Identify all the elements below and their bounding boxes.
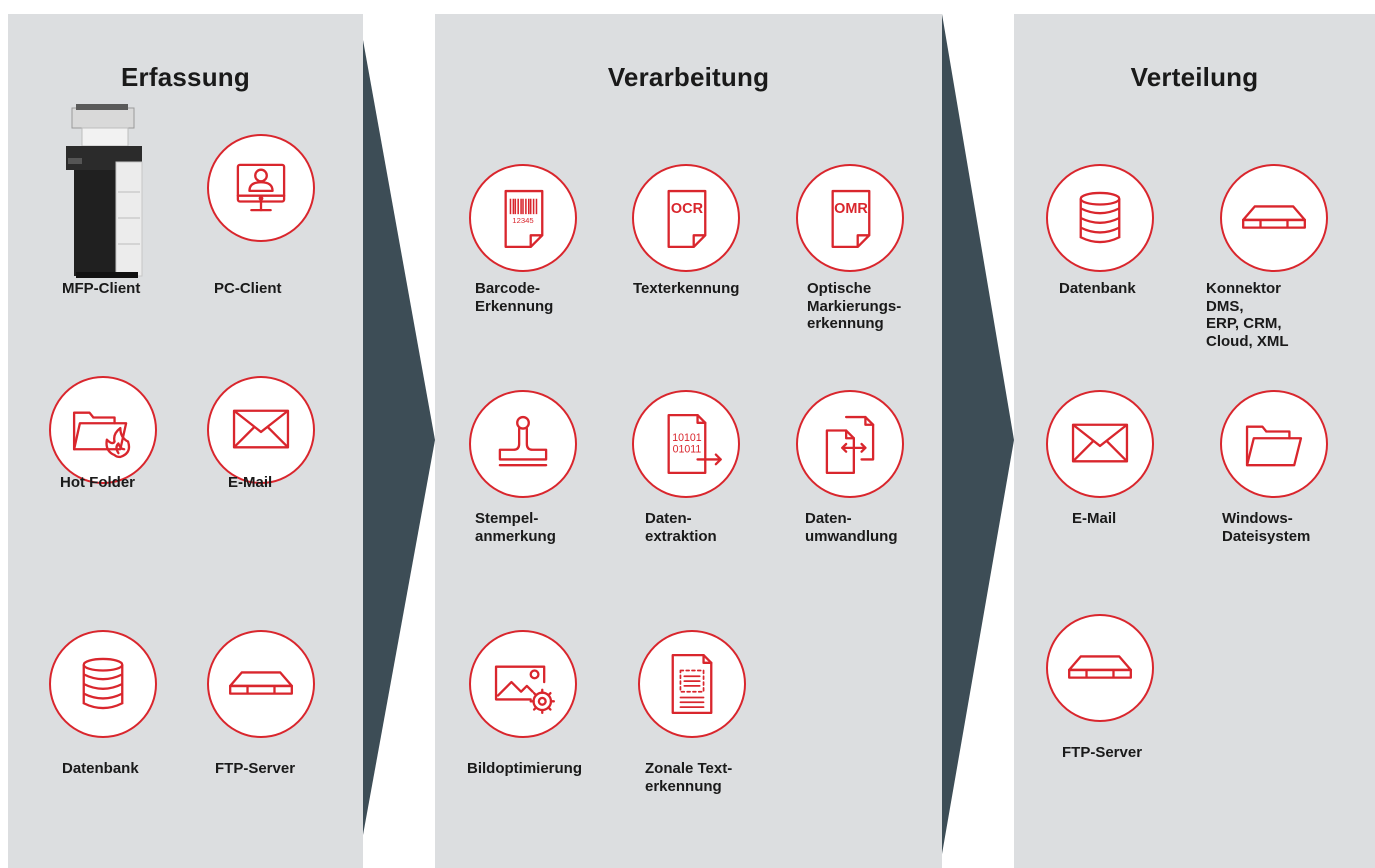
envelope-icon [207, 376, 315, 484]
item-label-hot-folder: Hot Folder [60, 474, 135, 491]
envelope-icon [1046, 390, 1154, 498]
stamp-icon [469, 390, 577, 498]
binary-bottom: 01011 [673, 444, 702, 456]
server-icon [1046, 614, 1154, 722]
item-label-email: E-Mail [1072, 510, 1117, 527]
database-icon [49, 630, 157, 738]
hot-folder-icon [49, 376, 157, 484]
item-label-barcode: Barcode- Erkennung [475, 280, 554, 315]
monitor-user-icon [207, 134, 315, 242]
column-heading: Verteilung [1130, 62, 1259, 92]
arrow-erfassung-to-verarbeitung [363, 40, 435, 835]
column-heading: Erfassung [121, 62, 250, 92]
omr-document-icon: OMR [796, 164, 904, 272]
server-icon [207, 630, 315, 738]
item-label-email: E-Mail [228, 474, 273, 491]
item-label-mfp-client: MFP-Client [62, 280, 141, 297]
column-heading: Verarbeitung [607, 62, 770, 92]
item-label-stempelanmerkung: Stempel- anmerkung [475, 510, 556, 545]
item-label-optische-markierungserkennung: Optische Markierungs- erkennung [807, 280, 902, 332]
database-icon [1046, 164, 1154, 272]
item-label-ftp-server: FTP-Server [1062, 744, 1143, 761]
arrow-verarbeitung-to-verteilung [942, 14, 1014, 854]
barcode-digits: 12345 [512, 216, 533, 225]
folder-icon [1220, 390, 1328, 498]
binary-top: 10101 [672, 432, 702, 444]
item-label-datenbank: Datenbank [1059, 280, 1136, 297]
item-label-ftp-server: FTP-Server [215, 760, 296, 777]
item-label-zonale-texterkennung: Zonale Text- erkennung [645, 760, 733, 795]
item-label-datenextraktion: Daten- extraktion [645, 510, 717, 545]
column-erfassung: Erfassung MFP-Client [8, 14, 363, 868]
data-conversion-icon [796, 390, 904, 498]
omr-badge: OMR [834, 201, 868, 217]
mfp-printer-image [62, 102, 148, 278]
item-label-texterkennung: Texterkennung [633, 280, 740, 297]
item-label-konnektor: Konnektor DMS, ERP, CRM, Cloud, XML [1206, 280, 1289, 350]
column-verteilung: Verteilung Datenbank Konnektor DMS, ERP,… [1014, 14, 1375, 868]
ocr-document-icon: OCR [632, 164, 740, 272]
image-optimization-icon [469, 630, 577, 738]
item-label-pc-client: PC-Client [214, 280, 282, 297]
column-verarbeitung: Verarbeitung 1234 [435, 14, 942, 868]
item-label-datenumwandlung: Daten- umwandlung [805, 510, 898, 545]
barcode-document-icon: 12345 [469, 164, 577, 272]
item-label-bildoptimierung: Bildoptimierung [467, 760, 582, 777]
zonal-ocr-icon [638, 630, 746, 738]
ocr-badge: OCR [671, 201, 704, 217]
server-icon [1220, 164, 1328, 272]
data-extraction-icon: 10101 01011 [632, 390, 740, 498]
item-label-datenbank: Datenbank [62, 760, 139, 777]
item-label-windows-dateisystem: Windows- Dateisystem [1222, 510, 1311, 545]
